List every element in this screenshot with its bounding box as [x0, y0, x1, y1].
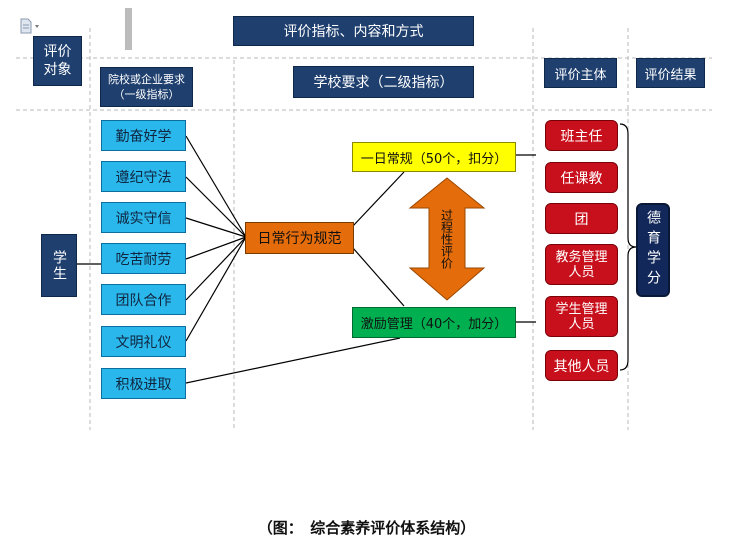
- daily-routine-text: 一日常规（50个，扣分）: [360, 151, 508, 167]
- level1-item: 积极进取: [101, 368, 186, 399]
- student-node: 学生: [41, 234, 77, 297]
- subject-item: 团: [545, 203, 618, 234]
- subject-item: 任课教: [545, 162, 618, 193]
- process-arrow: [408, 177, 486, 301]
- header-level1-text: 院校或企业要求（一级指标）: [108, 73, 185, 101]
- subject-item-label: 团: [574, 211, 589, 228]
- subject-item-label: 其他人员: [553, 358, 610, 375]
- header-level2: 学校要求（二级指标）: [293, 66, 474, 98]
- document-icon[interactable]: [20, 18, 39, 34]
- header-level1: 院校或企业要求（一级指标）: [100, 67, 193, 107]
- process-evaluation-label: 过程性评价: [436, 196, 458, 282]
- subject-item: 其他人员: [545, 350, 618, 381]
- level1-item: 吃苦耐劳: [101, 243, 186, 274]
- level1-item-label: 团队合作: [115, 292, 172, 309]
- subject-item: 班主任: [545, 120, 618, 151]
- header-evaluation-object-text: 评价 对象: [43, 44, 72, 78]
- header-evaluation-result: 评价结果: [636, 58, 705, 88]
- header-title: 评价指标、内容和方式: [233, 16, 474, 46]
- header-evaluation-subject: 评价主体: [544, 58, 617, 88]
- subject-item: 学生管理人员: [545, 296, 618, 337]
- header-evaluation-object: 评价 对象: [33, 36, 82, 86]
- daily-routine-node: 一日常规（50个，扣分）: [352, 142, 516, 172]
- level1-item-label: 文明礼仪: [115, 334, 172, 351]
- header-title-text: 评价指标、内容和方式: [283, 24, 424, 40]
- level1-item: 诚实守信: [101, 202, 186, 233]
- header-level2-text: 学校要求（二级指标）: [313, 75, 454, 91]
- incentive-management-node: 激励管理（40个，加分）: [352, 307, 516, 338]
- figure-caption-text: （图： 综合素养评价体系结构）: [257, 518, 476, 537]
- daily-behavior-text: 日常行为规范: [257, 231, 342, 247]
- level1-item-label: 吃苦耐劳: [115, 251, 172, 268]
- student-text: 学生: [51, 249, 67, 282]
- level1-item-label: 诚实守信: [115, 210, 172, 227]
- level1-item-label: 勤奋好学: [115, 128, 172, 145]
- level1-item-label: 积极进取: [115, 376, 172, 393]
- daily-behavior-node: 日常行为规范: [245, 222, 354, 254]
- moral-credit-text: 德育学分: [645, 210, 661, 290]
- subject-item-label: 学生管理人员: [555, 301, 608, 332]
- incentive-management-text: 激励管理（40个，加分）: [360, 317, 508, 332]
- level1-item: 文明礼仪: [101, 326, 186, 357]
- subject-item-label: 教务管理人员: [555, 249, 608, 280]
- subject-item-label: 任课教: [560, 170, 603, 187]
- level1-item-label: 遵纪守法: [115, 169, 172, 186]
- level1-item: 遵纪守法: [101, 161, 186, 192]
- level1-item: 勤奋好学: [101, 120, 186, 151]
- process-evaluation-text: 过程性评价: [439, 209, 454, 269]
- header-evaluation-result-text: 评价结果: [644, 67, 697, 83]
- subject-item-label: 班主任: [560, 128, 603, 145]
- level1-item: 团队合作: [101, 284, 186, 315]
- subject-item: 教务管理人员: [545, 244, 618, 285]
- figure-caption: （图： 综合素养评价体系结构）: [0, 516, 733, 538]
- moral-credit-result: 德育学分: [636, 203, 670, 297]
- header-evaluation-subject-text: 评价主体: [554, 67, 607, 83]
